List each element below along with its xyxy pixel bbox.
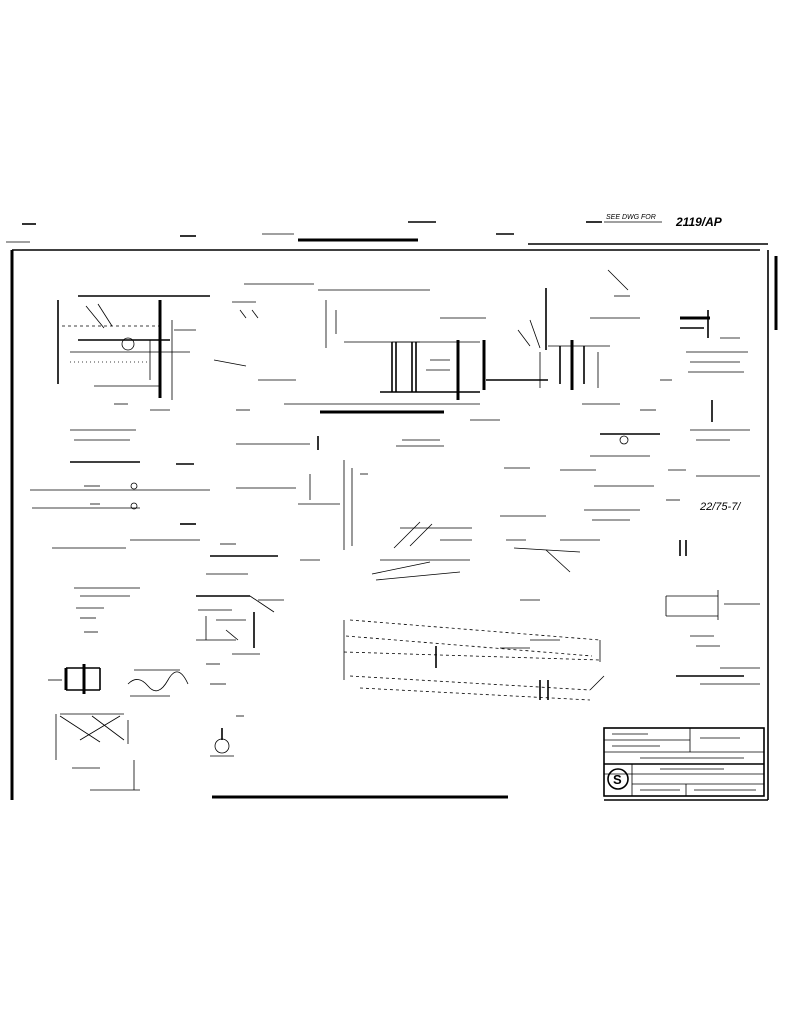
header-note: SEE DWG FOR [606, 214, 656, 221]
dimension-callout: 22/75-7/ [699, 501, 741, 513]
title-block [603, 727, 765, 797]
title-block-logo-letter: S [613, 772, 622, 787]
misc-marks [150, 379, 672, 601]
lower-left-details [48, 587, 244, 791]
lower-center-frame [343, 619, 605, 701]
top-header-lines [6, 221, 768, 245]
upper-middle-elevation [213, 283, 486, 450]
upper-left-assembly-view [57, 295, 210, 405]
drawing-number: 2119/AP [675, 215, 723, 229]
center-left-mechanism [196, 555, 284, 655]
left-middle-section [30, 429, 353, 550]
center-diagonal-detail [360, 467, 654, 581]
company-logo-seal [607, 768, 629, 790]
sheet-border [10, 249, 778, 801]
right-detail-column [665, 310, 760, 685]
upper-right-elevation [486, 269, 660, 457]
